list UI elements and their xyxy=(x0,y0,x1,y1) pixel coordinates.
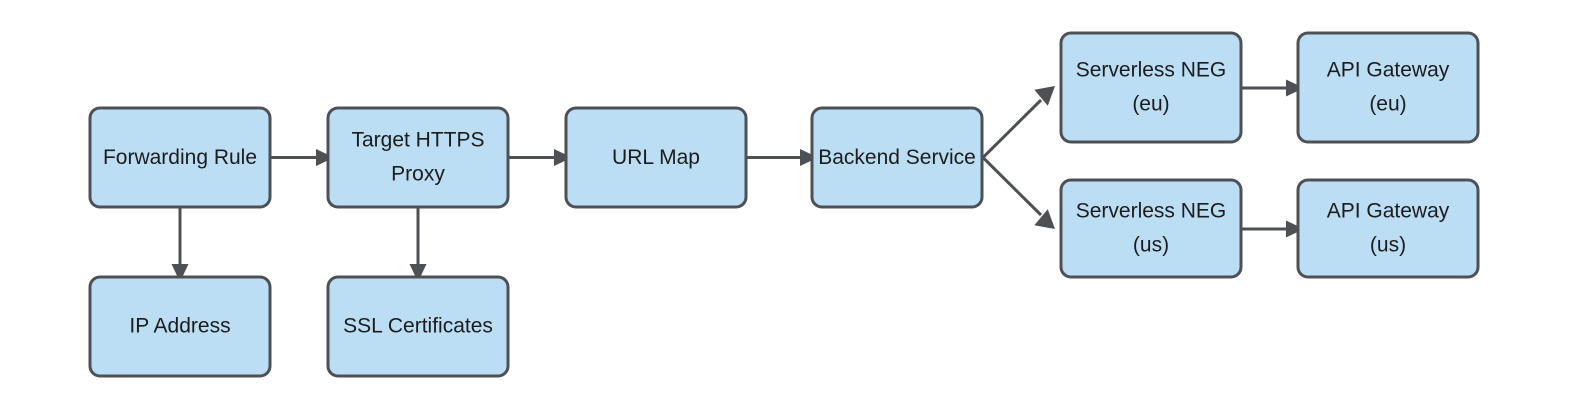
node-url-map[interactable]: URL Map xyxy=(564,106,748,209)
node-serverless-neg-eu-label-line1: Serverless NEG xyxy=(1076,59,1227,82)
node-api-gateway-us[interactable]: API Gateway (us) xyxy=(1296,178,1480,279)
edge-forwarding-rule-to-target-https-proxy xyxy=(271,149,334,166)
node-target-https-proxy[interactable]: Target HTTPS Proxy xyxy=(326,106,510,209)
node-target-https-proxy-label-line2: Proxy xyxy=(391,163,445,186)
node-serverless-neg-eu-shape[interactable] xyxy=(1059,31,1243,144)
node-serverless-neg-eu[interactable]: Serverless NEG (eu) xyxy=(1059,31,1243,144)
node-forwarding-rule-shape[interactable] xyxy=(88,106,272,209)
node-serverless-neg-us-label-line2: (us) xyxy=(1133,234,1169,257)
node-api-gateway-us-label-line2: (us) xyxy=(1370,234,1406,257)
node-ip-address[interactable]: IP Address xyxy=(88,275,272,378)
edge-url-map-to-backend-service xyxy=(747,149,818,166)
node-url-map-label: URL Map xyxy=(612,146,700,169)
node-serverless-neg-us-label-line1: Serverless NEG xyxy=(1076,200,1227,223)
node-target-https-proxy-label-line1: Target HTTPS xyxy=(351,129,484,152)
node-target-https-proxy-shape[interactable] xyxy=(326,106,510,209)
node-api-gateway-eu[interactable]: API Gateway (eu) xyxy=(1296,31,1480,144)
nodes-layer: Forwarding Rule Target HTTPS Proxy URL M… xyxy=(88,31,1480,378)
edge-backend-service-to-serverless-neg-eu xyxy=(981,86,1055,159)
node-backend-service-shape[interactable] xyxy=(810,106,984,209)
node-api-gateway-eu-label-line1: API Gateway xyxy=(1327,59,1450,82)
node-api-gateway-eu-label-line2: (eu) xyxy=(1369,93,1406,116)
edge-target-https-proxy-to-url-map xyxy=(509,149,572,166)
node-serverless-neg-eu-label-line2: (eu) xyxy=(1132,93,1169,116)
node-serverless-neg-us[interactable]: Serverless NEG (us) xyxy=(1059,178,1243,279)
node-backend-service-label: Backend Service xyxy=(818,146,976,169)
node-ssl-certificates-label: SSL Certificates xyxy=(343,315,493,338)
node-api-gateway-us-label-line1: API Gateway xyxy=(1327,200,1450,223)
node-ssl-certificates[interactable]: SSL Certificates xyxy=(326,275,510,378)
edge-forwarding-rule-to-ip-address xyxy=(171,208,189,282)
node-api-gateway-eu-shape[interactable] xyxy=(1296,31,1480,144)
edge-serverless-neg-eu-to-api-gateway-eu xyxy=(1242,79,1304,97)
node-ip-address-shape[interactable] xyxy=(88,275,272,378)
node-forwarding-rule-label: Forwarding Rule xyxy=(103,146,257,169)
edge-serverless-neg-us-to-api-gateway-us xyxy=(1242,220,1304,238)
node-forwarding-rule[interactable]: Forwarding Rule xyxy=(88,106,272,209)
edge-target-https-proxy-to-ssl-certificates xyxy=(409,208,427,282)
node-serverless-neg-us-shape[interactable] xyxy=(1059,178,1243,279)
edges-layer xyxy=(171,79,1304,282)
node-url-map-shape[interactable] xyxy=(564,106,748,209)
node-ssl-certificates-shape[interactable] xyxy=(326,275,510,378)
edge-backend-service-to-serverless-neg-us xyxy=(981,156,1055,229)
node-ip-address-label: IP Address xyxy=(129,315,230,338)
node-backend-service[interactable]: Backend Service xyxy=(810,106,984,209)
node-api-gateway-us-shape[interactable] xyxy=(1296,178,1480,279)
